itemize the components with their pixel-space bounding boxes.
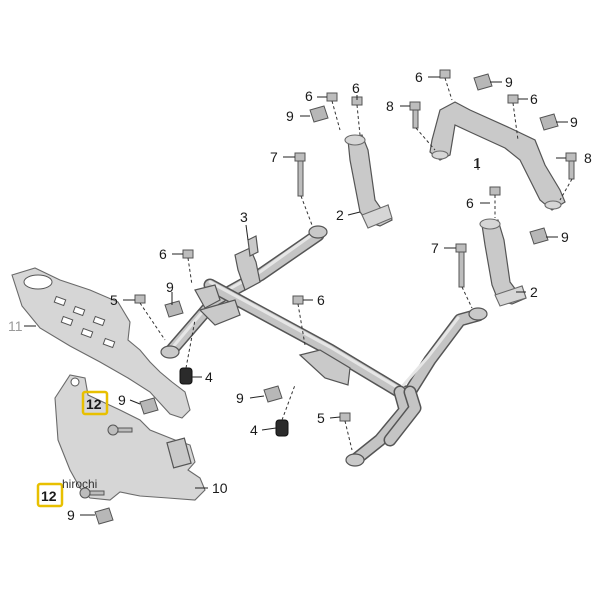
bolt-6-c xyxy=(326,92,341,131)
part-3-frame xyxy=(160,225,488,467)
nut-9-h xyxy=(94,507,114,525)
bolt-7-a xyxy=(294,152,313,226)
part-10-plate xyxy=(54,374,206,501)
nut-9-e xyxy=(164,300,184,318)
bolt-8-b xyxy=(559,152,577,201)
callout-6: 6 xyxy=(415,69,423,85)
callout-6: 6 xyxy=(317,292,325,308)
bolt-8-a xyxy=(409,101,436,151)
nut-9-b xyxy=(539,113,559,131)
callout-labels: 6 9 6 9 8 6 6 9 7 1 8 6 9 2 7 2 3 6 9 5 … xyxy=(8,69,592,523)
bolt-6-e xyxy=(489,186,501,218)
callout-7: 7 xyxy=(431,240,439,256)
part-1-bridge-bracket xyxy=(429,101,566,211)
callout-2: 2 xyxy=(530,284,538,300)
callout-6: 6 xyxy=(305,88,313,104)
callout-9: 9 xyxy=(286,108,294,124)
callout-12: 12 xyxy=(86,396,102,412)
callout-9: 9 xyxy=(505,74,513,90)
callout-12: 12 xyxy=(41,488,57,504)
highlight-12-b xyxy=(36,482,64,508)
callout-11: 11 xyxy=(8,318,23,334)
rubber-4-a xyxy=(179,319,196,385)
callout-6: 6 xyxy=(466,195,474,211)
callout-7: 7 xyxy=(270,149,278,165)
callout-6: 6 xyxy=(530,91,538,107)
nut-9-a xyxy=(473,73,493,91)
callout-1: 1 xyxy=(473,155,481,171)
part-2-support-lower xyxy=(479,218,527,307)
callout-5: 5 xyxy=(317,410,325,426)
callout-9: 9 xyxy=(561,229,569,245)
bolt-6-f xyxy=(182,249,194,286)
part-2-support-upper xyxy=(344,134,393,229)
callout-5: 5 xyxy=(110,292,118,308)
watermark-text: hirochi xyxy=(62,477,97,491)
nut-9-c xyxy=(309,105,329,123)
leader-lines xyxy=(24,76,568,516)
callout-10: 10 xyxy=(212,480,228,496)
callout-4: 4 xyxy=(250,422,258,438)
bolt-5-b xyxy=(339,412,353,451)
callout-6: 6 xyxy=(159,246,167,262)
bolt-12-a xyxy=(107,424,133,436)
nut-9-d xyxy=(529,227,549,245)
callout-8: 8 xyxy=(584,150,592,166)
bolt-6-a xyxy=(439,69,453,101)
callout-4: 4 xyxy=(205,369,213,385)
callout-9: 9 xyxy=(67,507,75,523)
highlight-12-a xyxy=(81,390,109,416)
callout-9: 9 xyxy=(236,390,244,406)
callout-9: 9 xyxy=(166,279,174,295)
bolt-7-b xyxy=(455,243,473,309)
callout-8: 8 xyxy=(386,98,394,114)
bolt-5-a xyxy=(134,294,166,341)
bolt-12-b xyxy=(79,487,105,499)
nut-9-g xyxy=(139,397,159,415)
nut-9-f xyxy=(263,385,283,403)
callout-2: 2 xyxy=(336,207,344,223)
callout-9: 9 xyxy=(118,392,126,408)
bolt-6-d xyxy=(351,96,363,136)
fasteners xyxy=(79,69,577,525)
callout-9: 9 xyxy=(570,114,578,130)
callout-6: 6 xyxy=(352,80,360,96)
part-11-plate xyxy=(11,267,191,419)
callout-3: 3 xyxy=(240,209,248,225)
